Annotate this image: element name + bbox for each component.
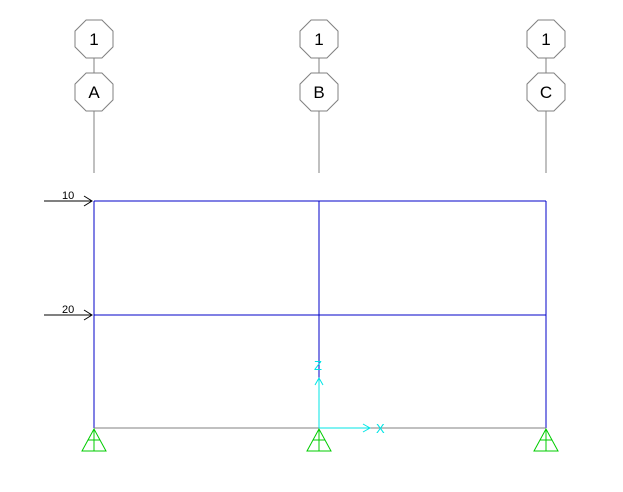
- grid-label-a: A: [88, 83, 100, 102]
- xz-axis-triad-icon: [314, 376, 372, 433]
- grid-bubble-a: [74, 72, 114, 112]
- story-bubble-c: [526, 19, 566, 59]
- story-bubble-a: [74, 19, 114, 59]
- story-label-c: 1: [541, 30, 550, 49]
- grid-bubble-b: [299, 72, 339, 112]
- story-label-a: 1: [89, 30, 98, 49]
- story-label-b: 1: [314, 30, 323, 49]
- load-label-floor: 20: [62, 304, 74, 316]
- story-bubble-b: [299, 19, 339, 59]
- load-arrow-icon-roof: 10: [44, 190, 93, 207]
- pinned-support-icon-a: [81, 427, 107, 452]
- x-axis-label: X: [376, 421, 385, 436]
- grid-label-b: B: [313, 83, 324, 102]
- grid-bubble-c: [526, 72, 566, 112]
- pinned-support-icon-c: [533, 427, 559, 452]
- grid-label-c: C: [540, 83, 552, 102]
- z-axis-label: Z: [314, 358, 322, 373]
- load-arrow-icon-floor: 20: [44, 304, 93, 321]
- load-label-roof: 10: [62, 190, 74, 202]
- gridline-c: 1 C: [526, 19, 566, 173]
- gridline-b: 1 B: [299, 19, 339, 173]
- gridline-a: 1 A: [74, 19, 114, 173]
- pinned-support-icon-b: [306, 427, 332, 452]
- frame-members: [93, 200, 547, 429]
